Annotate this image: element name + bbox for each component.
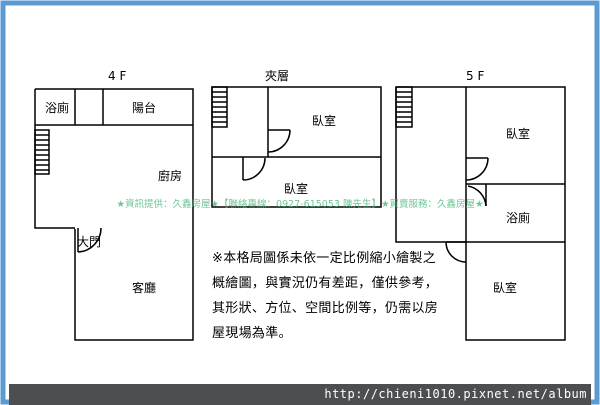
label-5f-bedroom-2: 臥室 [493,280,517,295]
label-4f-door: 大門 [77,235,101,249]
watermark-text: ★資訊提供：久鑫房屋★【聯絡專線：0927-615053 陳先生】★買賣服務：久… [116,199,484,210]
label-mezz-bedroom-2: 臥室 [284,181,308,196]
label-5f-bath: 浴廁 [506,210,530,225]
plan-mezzanine [211,86,382,208]
album-url[interactable]: http://chieni1010.pixnet.net/album [324,387,587,401]
title-mezzanine: 夾層 [265,69,289,83]
label-5f-bedroom-1: 臥室 [506,126,530,141]
label-4f-balcony: 陽台 [132,100,156,115]
title-5f: 5 F [466,69,484,83]
disclaimer-note: ※本格局圖係未依一定比例縮小繪製之概繪圖，與實況仍有差距，僅供參考，其形狀、方位… [212,251,439,341]
label-4f-kitchen: 廚房 [158,168,182,183]
url-bar: http://chieni1010.pixnet.net/album [9,384,591,405]
label-4f-living: 客廳 [132,280,156,295]
label-mezz-bedroom-1: 臥室 [312,113,336,128]
label-4f-bath: 浴廁 [45,100,69,115]
title-4f: 4 F [108,69,126,83]
plan-5f [395,86,566,341]
plan-4f [34,88,194,341]
